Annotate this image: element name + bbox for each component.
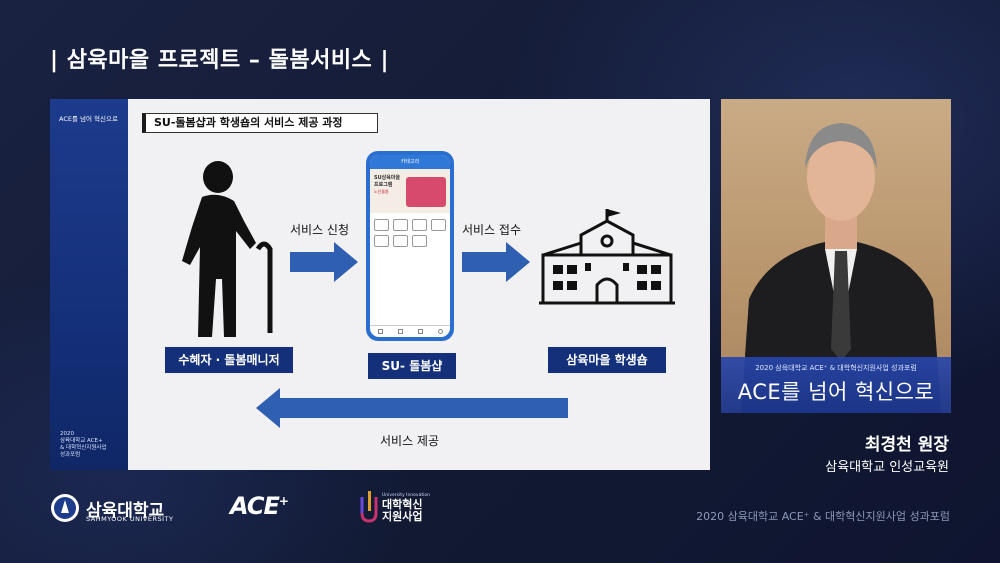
slide-header: SU-돌봄샵과 학생숍의 서비스 제공 과정	[142, 113, 378, 133]
shop-label-box: 삼육마을 학생숍	[548, 347, 666, 373]
label-service-receive: 서비스 접수	[462, 223, 522, 237]
page-title: | 삼육마을 프로젝트 – 돌봄서비스 |	[50, 48, 389, 73]
ace-logo: ACE+	[230, 492, 289, 520]
menu-icon[interactable]	[431, 219, 446, 231]
banner-slogan: ACE를 넘어 혁신으로	[737, 380, 935, 404]
speaker-name: 최경천 원장	[864, 435, 949, 455]
banner-event: 2020 삼육대학교 ACE⁺ & 대학혁신지원사업 성과포럼	[755, 364, 917, 372]
university-name: 삼육대학교	[86, 501, 165, 521]
slide-side-event: 2020 삼육대학교 ACE+ & 대학혁신지원사업 성과포럼	[60, 431, 107, 458]
innovation-label: 대학혁신 지원사업	[382, 498, 423, 523]
menu-icon[interactable]	[412, 235, 427, 247]
arrow-request-icon	[290, 242, 358, 282]
university-emblem-icon	[51, 494, 79, 522]
arrow-receive-icon	[462, 242, 530, 282]
phone-topbar: 카테고리	[370, 155, 450, 169]
slide-side-panel: ACE를 넘어 혁신으로 2020 삼육대학교 ACE+ & 대학혁신지원사업 …	[50, 99, 128, 470]
label-service-provide: 서비스 제공	[380, 434, 440, 448]
university-name-en: SAHMYOOK UNIVERSITY	[86, 515, 174, 523]
innovation-emblem-icon	[360, 491, 378, 523]
menu-icon[interactable]	[412, 219, 427, 231]
nav-home-icon[interactable]	[377, 329, 383, 334]
menu-icon[interactable]	[393, 219, 408, 231]
phone-banner: SU삼육마을 프로그램 노인돌봄	[370, 169, 450, 213]
slide-side-slogan: ACE를 넘어 혁신으로	[59, 115, 118, 123]
innovation-small-label: University Innovation	[382, 493, 430, 498]
school-building-icon	[539, 209, 675, 305]
elderly-person-icon	[182, 161, 273, 337]
footer-forum-title: 2020 삼육대학교 ACE⁺ & 대학혁신지원사업 성과포럼	[696, 510, 950, 523]
phone-menu-grid	[370, 213, 450, 253]
menu-icon[interactable]	[374, 235, 389, 247]
nav-cart-icon[interactable]	[417, 329, 423, 334]
nav-user-icon[interactable]	[437, 329, 443, 334]
menu-icon[interactable]	[374, 219, 389, 231]
banner-illustration	[406, 177, 446, 207]
presentation-slide: ACE를 넘어 혁신으로 2020 삼육대학교 ACE+ & 대학혁신지원사업 …	[50, 99, 710, 470]
phone-bottom-nav	[370, 325, 450, 337]
arrow-provide-icon	[256, 388, 568, 428]
menu-icon[interactable]	[393, 235, 408, 247]
label-service-request: 서비스 신청	[290, 223, 350, 237]
phone-mockup: 카테고리 SU삼육마을 프로그램 노인돌봄	[366, 151, 454, 341]
speaker-affiliation: 삼육대학교 인성교육원	[825, 460, 949, 475]
recipient-label-box: 수혜자 · 돌봄매니저	[165, 347, 293, 373]
nav-list-icon[interactable]	[397, 329, 403, 334]
speaker-banner: 2020 삼육대학교 ACE⁺ & 대학혁신지원사업 성과포럼 ACE를 넘어 …	[721, 357, 951, 413]
app-label-box: SU- 돌봄샵	[368, 353, 456, 379]
